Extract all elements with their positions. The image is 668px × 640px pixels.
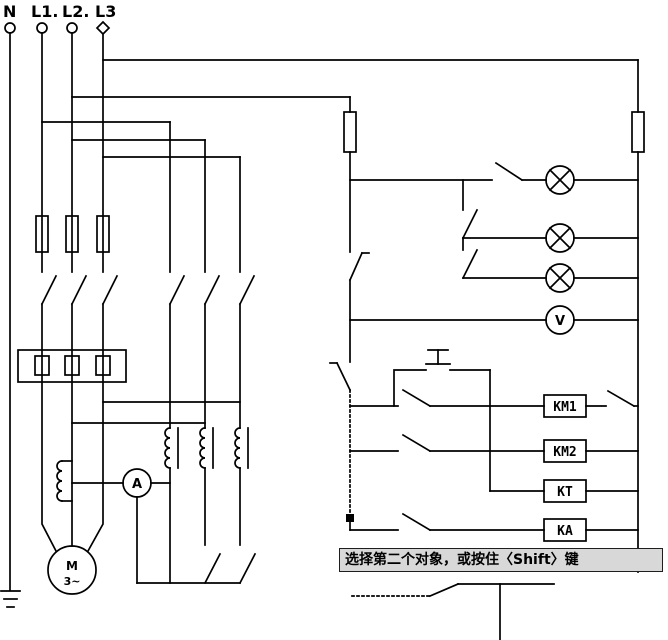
motor-symbol[interactable] — [47, 545, 97, 595]
main-fuses[interactable] — [35, 215, 110, 253]
bottom-branch[interactable] — [351, 582, 555, 640]
terminal-label-l1: L1. — [31, 2, 58, 21]
motor-label: M — [66, 559, 78, 573]
metering-columns[interactable] — [71, 121, 257, 585]
kt-label: KT — [557, 485, 573, 500]
km1-rung[interactable] — [349, 349, 639, 492]
selection-grip[interactable] — [346, 514, 354, 522]
motor-phase-label: 3~ — [64, 575, 81, 588]
feeder-wires[interactable] — [41, 59, 639, 158]
current-transformer-coil[interactable] — [56, 460, 73, 502]
km2-label: KM2 — [553, 445, 576, 460]
lamp-rung-2[interactable] — [461, 179, 639, 253]
phase-wires[interactable] — [9, 32, 104, 591]
lamp-rung-1[interactable] — [349, 161, 639, 195]
km2-rung[interactable] — [349, 433, 639, 463]
voltmeter-rung[interactable] — [349, 305, 639, 335]
ka-label: KA — [557, 524, 573, 539]
thermal-overload-relay[interactable] — [17, 349, 127, 383]
supply-terminals[interactable] — [4, 20, 111, 36]
voltmeter-label: V — [555, 314, 565, 329]
terminal-label-n: N — [3, 2, 16, 21]
ammeter-circuit[interactable] — [71, 468, 171, 584]
terminal-label-l2: L2. — [62, 2, 89, 21]
ka-rung[interactable] — [349, 512, 639, 542]
km1-label: KM1 — [553, 400, 577, 415]
control-left-rail[interactable] — [329, 96, 370, 392]
command-prompt-text: 选择第二个对象，或按住〈Shift〉键 — [345, 552, 579, 568]
ammeter-label: A — [132, 477, 142, 492]
selected-wire[interactable] — [346, 389, 354, 531]
main-contactor-contacts[interactable] — [40, 274, 119, 553]
control-right-rail[interactable] — [631, 59, 645, 573]
command-prompt-bar: 选择第二个对象，或按住〈Shift〉键 — [339, 548, 663, 572]
kt-rung[interactable] — [489, 479, 639, 503]
ground-symbol[interactable] — [0, 590, 21, 608]
terminal-label-l3: L3 — [95, 2, 116, 21]
lamp-rung-3[interactable] — [461, 237, 639, 293]
